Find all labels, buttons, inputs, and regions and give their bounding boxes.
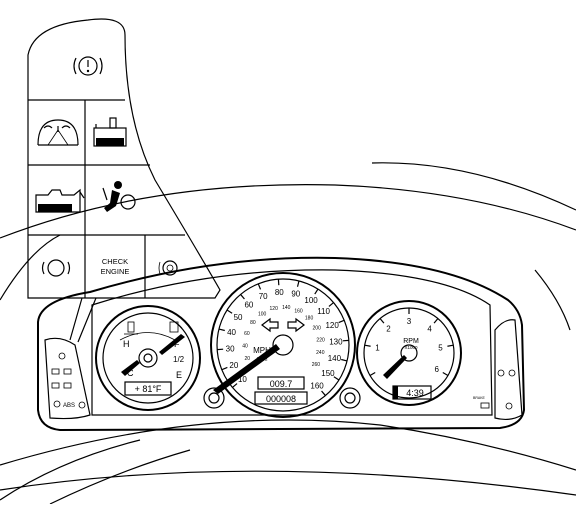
console-bottom-curve xyxy=(0,471,576,495)
speedo-kmh-tick-label: 100 xyxy=(258,311,267,317)
speedo-mph-tick-label: 60 xyxy=(244,300,253,309)
speedo-kmh-tick-label: 80 xyxy=(250,320,256,326)
abs-warning-icon xyxy=(43,260,70,276)
callout-leader-1 xyxy=(70,298,82,340)
windshield-curve xyxy=(0,185,576,238)
tacho-tick xyxy=(380,319,384,324)
speedo-mph-tick-label: 30 xyxy=(226,345,235,354)
left-pod-icons: ABS xyxy=(52,353,85,409)
tacho-tick-label: 5 xyxy=(438,343,443,352)
tacho-rpm-label: RPM xyxy=(403,338,419,345)
right-turn-arrow-icon xyxy=(288,319,304,331)
airbag-icon xyxy=(103,181,135,212)
speedo-tick xyxy=(219,329,225,330)
tacho-tick xyxy=(447,345,453,346)
fuel-half-label: 1/2 xyxy=(173,355,185,364)
speedo-mph-tick-label: 90 xyxy=(291,290,300,299)
temp-hot-label: H xyxy=(123,339,130,349)
speedo-kmh-tick-label: 180 xyxy=(305,315,314,321)
speedo-tick xyxy=(339,320,345,322)
speedo-mph-tick-label: 40 xyxy=(227,328,236,337)
clock-display: 4:39 xyxy=(406,388,424,398)
tacho-tick-label: 3 xyxy=(407,317,412,326)
speedo-tick xyxy=(315,289,318,294)
fuel-empty-label: E xyxy=(176,370,182,380)
check-engine-line1: CHECK xyxy=(102,257,128,266)
speedo-tick xyxy=(298,281,299,287)
speedo-tick xyxy=(232,384,237,388)
speedo-kmh-tick-label: 200 xyxy=(313,325,322,331)
speedo-tick xyxy=(334,377,339,380)
dash-right-curve xyxy=(535,270,570,330)
odometer: 000008 xyxy=(266,394,296,404)
tacho-needle xyxy=(383,355,407,379)
speedo-mph-tick-label: 150 xyxy=(321,369,335,378)
speedo-tick xyxy=(227,310,232,313)
speedo-kmh-tick-label: 220 xyxy=(316,337,325,343)
trip-odometer: 009.7 xyxy=(270,379,293,389)
parking-brake-icon xyxy=(74,57,102,75)
tacho-tick-label: 4 xyxy=(427,324,432,333)
speedo-kmh-tick-label: 140 xyxy=(282,305,291,311)
right-pod-icons: BRAKE xyxy=(473,370,515,409)
speedo-kmh-tick-label: 240 xyxy=(316,350,325,356)
fuel-needle xyxy=(159,334,185,355)
tacho-tick xyxy=(443,373,448,376)
left-turn-arrow-icon xyxy=(262,319,278,331)
coolant-temp-icon xyxy=(124,322,138,334)
speedo-kmh-tick-label: 40 xyxy=(242,344,248,350)
speedo-tick xyxy=(341,360,347,361)
speedo-kmh-tick-label: 260 xyxy=(312,362,321,368)
speedo-mph-tick-label: 110 xyxy=(317,307,330,316)
tacho-tick xyxy=(370,373,375,376)
speedo-mph-tick-label: 100 xyxy=(304,296,318,305)
speedo-mph-tick-label: 140 xyxy=(328,354,342,363)
tacho-tick xyxy=(365,345,371,346)
speedo-mph-tick-label: 70 xyxy=(259,292,268,301)
abs-label: ABS xyxy=(63,403,75,409)
dash-top-curve xyxy=(372,163,576,210)
brake-small-label: BRAKE xyxy=(473,396,486,400)
speedo-mph-tick-label: 50 xyxy=(234,313,243,322)
washer-fluid-icon xyxy=(38,120,78,145)
outside-temp-readout: + 81°F xyxy=(135,384,162,394)
speedo-tick xyxy=(222,367,228,369)
speedo-kmh-tick-label: 60 xyxy=(244,331,250,337)
speedo-tick xyxy=(322,391,326,396)
check-engine-light: CHECK ENGINE xyxy=(101,257,130,276)
speedo-mph-tick-label: 20 xyxy=(229,361,238,370)
speedo-mph-tick-label: 160 xyxy=(310,382,324,391)
right-switch-pod xyxy=(495,320,522,420)
speedo-tick xyxy=(258,284,260,290)
steering-column-right xyxy=(50,450,190,504)
speedo-mph-tick-label: 120 xyxy=(325,321,339,330)
steering-column-left xyxy=(0,440,140,500)
check-engine-line2: ENGINE xyxy=(101,267,130,276)
tacho-tick xyxy=(434,319,438,324)
tacho-tick-label: 1 xyxy=(375,343,380,352)
dash-left-curve xyxy=(0,235,60,300)
speedo-mph-tick-label: 80 xyxy=(275,288,284,297)
speedo-kmh-tick-label: 20 xyxy=(245,356,251,362)
tacho-tick-label: 2 xyxy=(386,324,391,333)
oil-pressure-icon xyxy=(36,190,84,212)
speedo-kmh-tick-label: 160 xyxy=(294,308,303,314)
speedo-mph-tick-label: 130 xyxy=(329,337,343,346)
tacho-tick-label: 6 xyxy=(434,365,439,374)
dimmer-knob[interactable] xyxy=(340,388,360,408)
speedo-tick xyxy=(241,294,245,299)
speedo-kmh-tick-label: 120 xyxy=(270,306,279,312)
temp-fuel-gauge: H C F 1/2 E + 81°F xyxy=(96,306,200,410)
battery-icon xyxy=(94,118,126,146)
speedo-tick xyxy=(329,303,334,307)
